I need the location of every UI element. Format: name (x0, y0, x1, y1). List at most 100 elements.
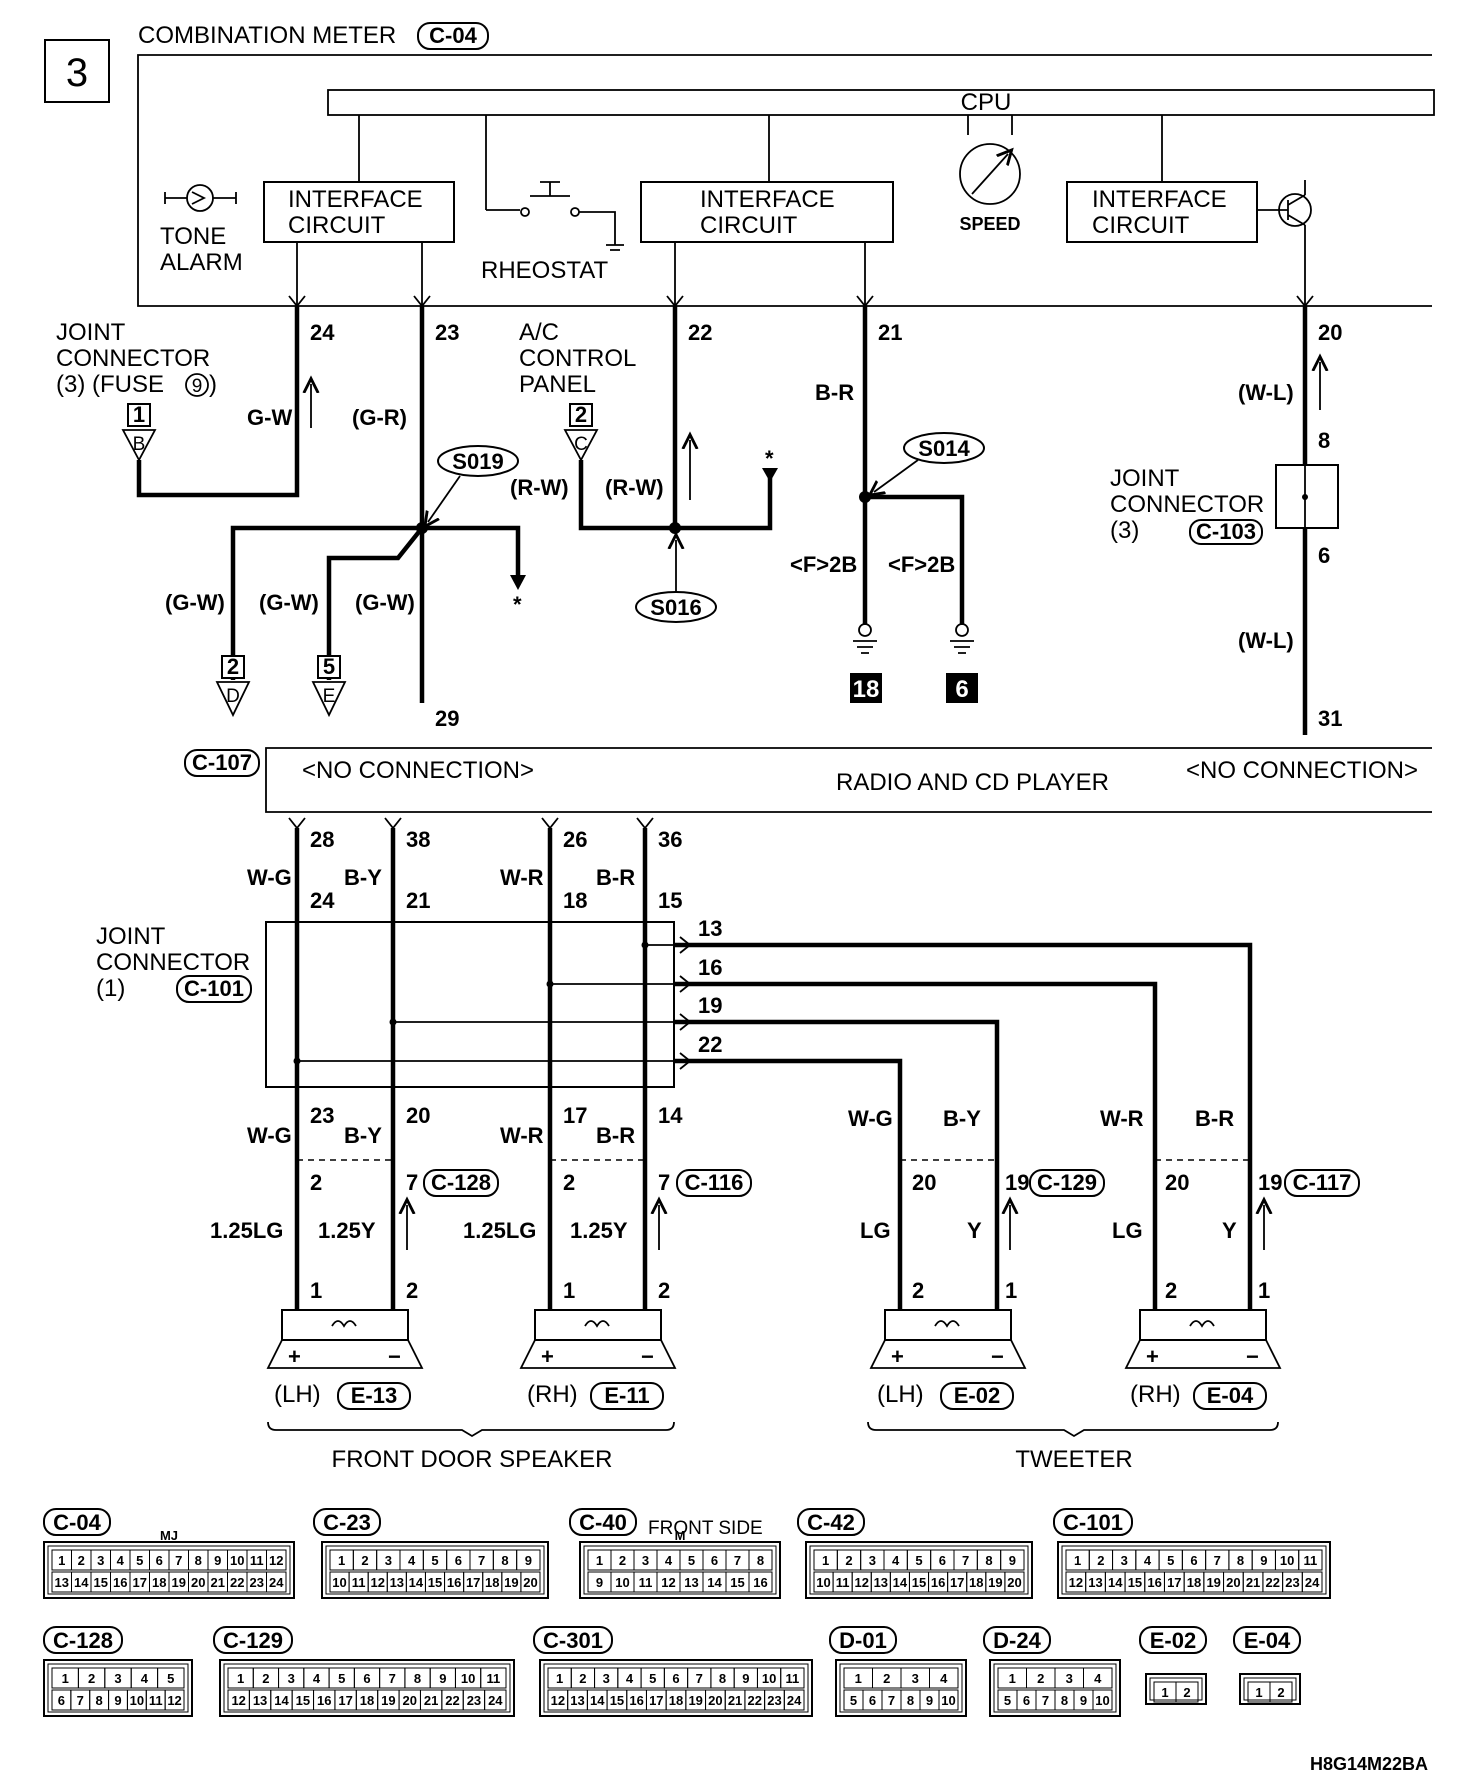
face-pin: 14 (274, 1693, 289, 1708)
ac-panel-line2: CONTROL (519, 345, 636, 372)
face-pin: 9 (1080, 1693, 1087, 1708)
jc1-pin-19: 19 (698, 993, 722, 1018)
face-pin: 5 (915, 1553, 922, 1568)
spk-e13-side: (LH) (274, 1381, 321, 1408)
face-label-tag (1139, 1626, 1207, 1654)
wire-color-f2b-1: <F>2B (790, 552, 857, 577)
meter-pin-21: 21 (878, 320, 902, 345)
face-pin: 23 (467, 1693, 481, 1708)
jc1-pin-23: 23 (310, 1103, 334, 1128)
face-pin: 5 (850, 1693, 857, 1708)
face-pin: 9 (439, 1671, 446, 1686)
int-c128-connector: C-128 (431, 1170, 491, 1195)
face-pin: 7 (1214, 1553, 1221, 1568)
face-pin: 2 (361, 1553, 368, 1568)
face-pin: 3 (288, 1671, 295, 1686)
face-pin: 6 (939, 1553, 946, 1568)
face-pin: 10 (130, 1693, 144, 1708)
wire-color-br: B-R (815, 380, 854, 405)
face-pin: 4 (940, 1671, 948, 1686)
spk-e13-pin-b: 2 (406, 1278, 418, 1303)
gauge-7: Y (1222, 1218, 1237, 1243)
face-pin: 23 (1285, 1575, 1299, 1590)
face-pin: 9 (525, 1553, 532, 1568)
face-pin: 13 (684, 1575, 698, 1590)
face-pin: 4 (408, 1553, 416, 1568)
face-pin: 3 (385, 1553, 392, 1568)
face-pin: 21 (728, 1693, 742, 1708)
face-inner (809, 1545, 1029, 1595)
face-pin: 1 (1255, 1685, 1262, 1700)
face-pin: 8 (1237, 1553, 1244, 1568)
jc1-connector-tag (176, 975, 252, 1003)
face-pin: 2 (883, 1671, 890, 1686)
int-c116-pin-a: 2 (563, 1170, 575, 1195)
int-c116-connector: C-116 (685, 1170, 744, 1195)
wire-pin24 (136, 306, 300, 498)
branch-e-letter: E (323, 686, 336, 707)
upper-color-br: B-R (596, 865, 635, 890)
face-pin: 1 (58, 1553, 65, 1568)
jc-fuse-line1: JOINT (56, 319, 126, 346)
face-pin: 13 (253, 1693, 267, 1708)
wire-pin22-to-lh-tweeter (674, 1058, 903, 1310)
face-pin: 7 (77, 1693, 84, 1708)
face-pin: 21 (424, 1693, 438, 1708)
face-pin: 10 (1280, 1553, 1294, 1568)
ac-panel-letter: C (574, 434, 588, 455)
spk-e02-side: (LH) (877, 1381, 924, 1408)
ground-18-box (850, 673, 882, 703)
wire-color-rw-1: (R-W) (510, 475, 569, 500)
face-label-tag (797, 1508, 865, 1536)
face-pin: 9 (926, 1693, 933, 1708)
ground-6: 6 (955, 676, 968, 703)
jc1-pin-21: 21 (406, 888, 430, 913)
face-cell (1000, 1549, 1025, 1571)
jc1-right-chevrons (679, 936, 692, 1070)
face-pin: 4 (141, 1671, 149, 1686)
polarity-minus-e02: − (991, 1344, 1004, 1369)
fuse-number-circle (185, 373, 209, 397)
jc3-connector-tag (1189, 519, 1263, 545)
face-pin: 2 (1183, 1685, 1190, 1700)
face-pin: 4 (626, 1671, 634, 1686)
face-pin: 19 (172, 1575, 186, 1590)
face-label-tag (829, 1626, 897, 1654)
face-pin: 14 (590, 1693, 605, 1708)
rheostat-switch-icon (520, 181, 624, 251)
face-pin: 3 (114, 1671, 121, 1686)
wire-color-wl-1: (W-L) (1238, 380, 1294, 405)
face-pin: 10 (615, 1575, 629, 1590)
wire-color-gr: (G-R) (352, 405, 407, 430)
face-pin: 17 (649, 1693, 663, 1708)
jc1-box (265, 921, 675, 1088)
face-inner (325, 1545, 545, 1595)
interface-circuit-3-box (1066, 181, 1258, 243)
wire-s014-branch (865, 494, 965, 625)
wire-color-gw: G-W (247, 405, 292, 430)
face-cell (164, 1689, 185, 1711)
face-pin: 1 (237, 1671, 244, 1686)
spk-e11-connector: E-11 (604, 1383, 649, 1408)
int-c129-tag (1029, 1169, 1105, 1197)
face-pin: 4 (117, 1553, 125, 1568)
face-pin: 10 (332, 1575, 346, 1590)
face-cell (938, 1689, 959, 1711)
face-pin: 21 (1246, 1575, 1260, 1590)
face-pin: 12 (854, 1575, 868, 1590)
splice-s014: S014 (918, 436, 970, 461)
face-pin: 5 (688, 1553, 695, 1568)
face-pin: 1 (556, 1671, 563, 1686)
combination-meter-outline (137, 54, 1432, 307)
face-pin: 9 (114, 1693, 121, 1708)
face-label: D-24 (993, 1628, 1041, 1653)
ac-panel-line1: A/C (519, 319, 559, 346)
face-pin: 12 (1069, 1575, 1083, 1590)
face-inner (839, 1663, 963, 1713)
face-pin: 3 (642, 1553, 649, 1568)
gauge-4: LG (860, 1218, 891, 1243)
int-c117-connector: C-117 (1293, 1170, 1352, 1195)
jc3-line3: (3) (1110, 517, 1139, 544)
polarity-plus-e04: + (1146, 1344, 1159, 1369)
